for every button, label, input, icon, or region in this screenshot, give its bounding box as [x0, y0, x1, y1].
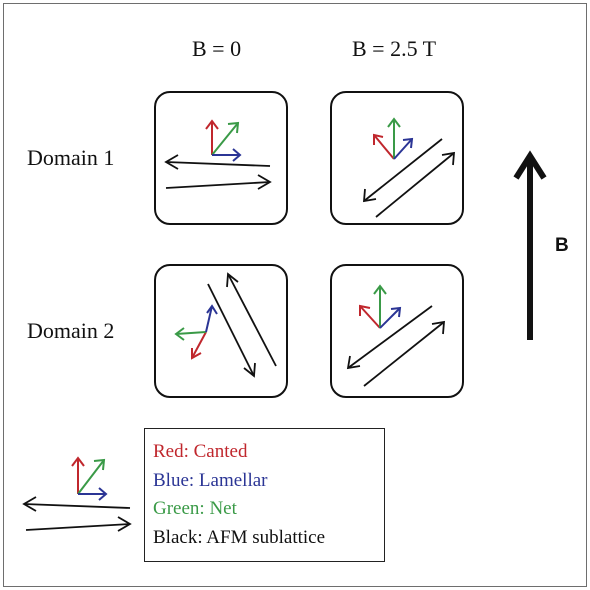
panel-domain1-b0: [154, 91, 288, 225]
afm-sublattice-arrows: [164, 154, 272, 190]
net-arrow-green: [387, 117, 401, 159]
moment-diagram-domain2-b25: [346, 284, 445, 387]
moment-diagram-domain2-b0: [174, 272, 277, 378]
afm-sublattice-arrows: [346, 305, 445, 387]
moment-diagram-domain1-b0: [164, 119, 272, 190]
legend-arrows-glyph: [22, 456, 132, 532]
legend-red: Red: Canted: [153, 441, 248, 462]
afm-sublattice-arrows: [363, 138, 455, 218]
moment-diagram-domain1-b25: [363, 117, 455, 218]
column-header-b-2-5t: B = 2.5 T: [352, 36, 437, 61]
lamellar-arrow-blue: [379, 306, 402, 329]
column-header-b-zero: B = 0: [192, 36, 242, 61]
lamellar-arrow-blue: [212, 148, 242, 162]
lamellar-arrow-blue: [78, 487, 108, 501]
field-label: B: [555, 235, 569, 256]
legend-black: Black: AFM sublattice: [153, 526, 326, 548]
afm-sublattice-arrows: [22, 496, 132, 532]
panel-domain1-b25: [330, 91, 464, 225]
legend-green: Green: Net: [153, 498, 237, 519]
canted-arrow-red: [205, 119, 219, 155]
canted-arrow-red: [71, 456, 85, 494]
figure-frame: [3, 3, 587, 587]
row-header-domain-2: Domain 2: [27, 318, 115, 343]
net-arrow-green: [77, 458, 106, 495]
magnetic-field-arrow-icon: [513, 150, 547, 340]
canted-arrow-red: [373, 133, 395, 160]
legend-box: Red: Canted Blue: Lamellar Green: Net Bl…: [144, 428, 385, 562]
afm-sublattice-arrows: [207, 272, 277, 378]
canted-arrow-red: [191, 331, 207, 360]
net-arrow-green: [174, 327, 207, 341]
net-arrow-green: [211, 121, 240, 156]
lamellar-arrow-blue: [393, 137, 414, 160]
net-arrow-green: [373, 284, 387, 328]
legend-blue: Blue: Lamellar: [153, 469, 268, 491]
panel-domain2-b0: [154, 264, 288, 398]
lamellar-arrow-blue: [205, 304, 218, 333]
row-header-domain-1: Domain 1: [27, 145, 115, 170]
canted-arrow-red: [359, 304, 381, 329]
panel-domain2-b25: [330, 264, 464, 398]
